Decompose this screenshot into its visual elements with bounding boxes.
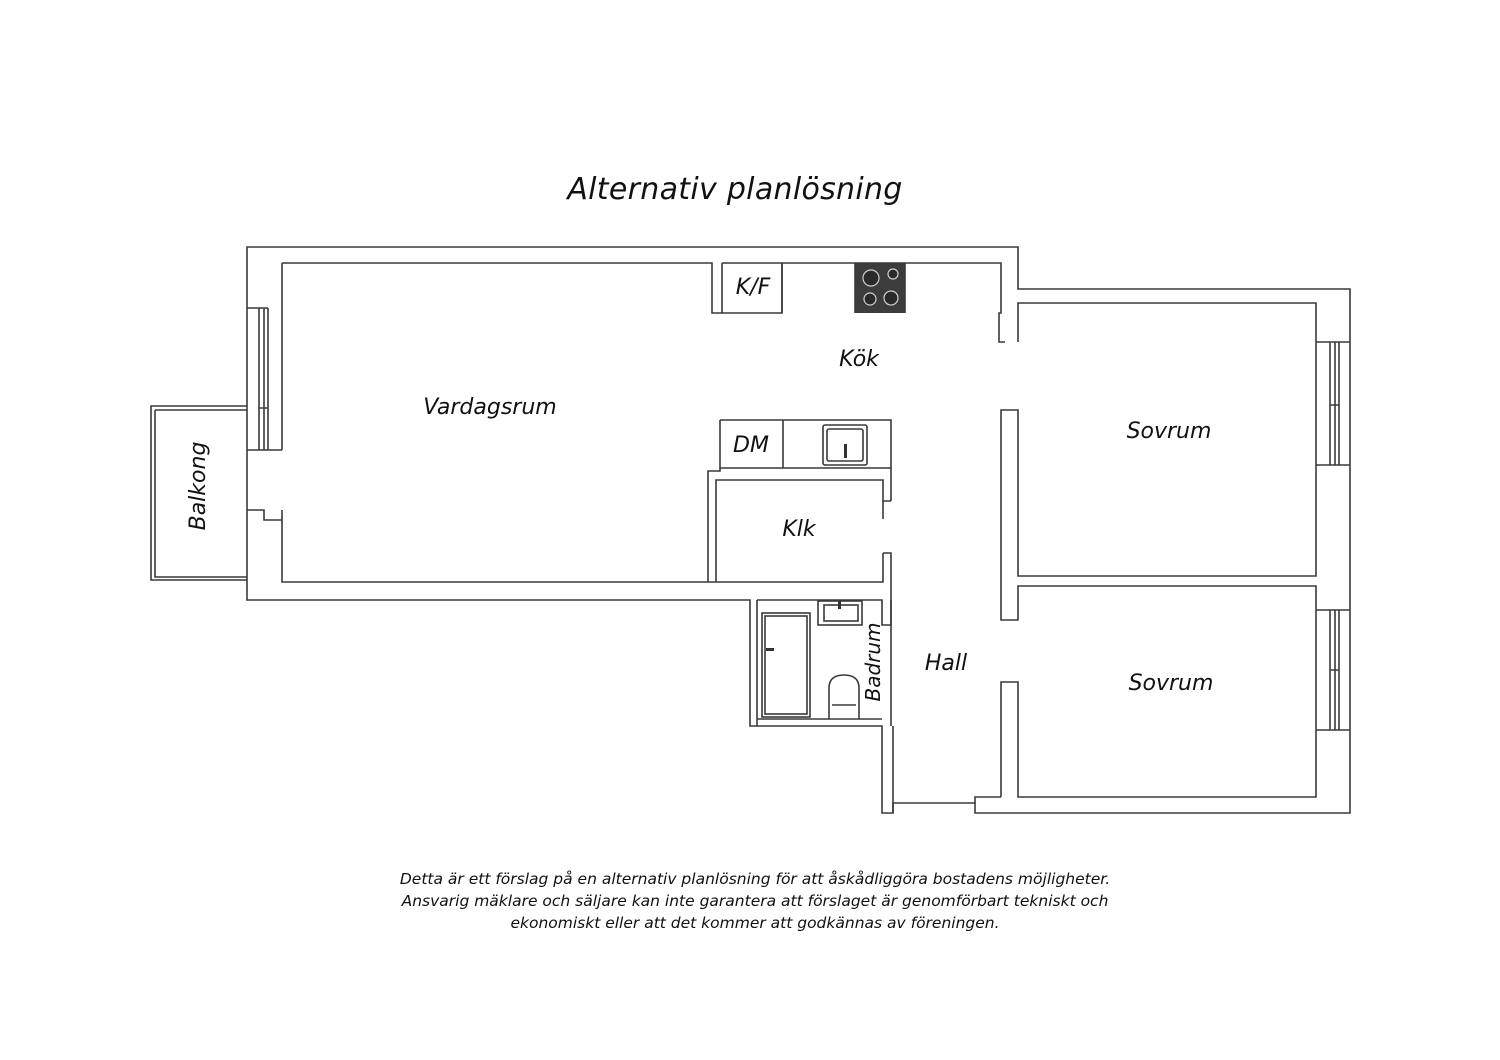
inner-wall-kitchen-right [722,262,1005,343]
room-label-kok: Kök [839,347,880,372]
balcony-outline [150,405,247,581]
inner-wall-sovrum1 [1000,302,1317,798]
room-label-balkong: Balkong [186,442,211,531]
window-living [247,307,282,451]
page-title: Alternativ planlösning [567,172,903,207]
disclaimer: Detta är ett förslag på en alternativ pl… [300,868,1210,934]
toilet [828,674,860,719]
room-label-badrum: Badrum [861,622,885,701]
disclaimer-line-3: ekonomiskt eller att det kommer att godk… [510,914,1000,932]
room-label-klk: Klk [782,517,817,542]
window-sovrum2 [1316,609,1350,731]
room-label-hall: Hall [925,651,967,676]
sink-basin [826,428,864,462]
inner-wall-klk [715,479,891,582]
disclaimer-line-1: Detta är ett förslag på en alternativ pl… [399,870,1111,888]
inner-wall-living [281,262,892,583]
room-label-sovrum-1: Sovrum [1127,419,1212,444]
balcony-door [247,509,282,521]
kitchen-counter [721,263,906,313]
faucet-icon [766,444,847,651]
disclaimer-line-2: Ansvarig mäklare och säljare kan inte ga… [401,892,1109,910]
sink [822,424,868,466]
stove-icon [855,263,905,313]
room-label-dm: DM [733,433,769,458]
window-sovrum1 [1316,341,1350,466]
room-label-vardagsrum: Vardagsrum [423,395,556,420]
room-label-kf: K/F [736,275,771,300]
inner-wall-bath [756,599,892,726]
bathtub-inner [764,615,808,715]
dm-counter [719,419,892,468]
room-label-sovrum-2: Sovrum [1129,671,1214,696]
bathtub [761,612,811,718]
inner-wall-hall-bottom [883,552,1001,813]
